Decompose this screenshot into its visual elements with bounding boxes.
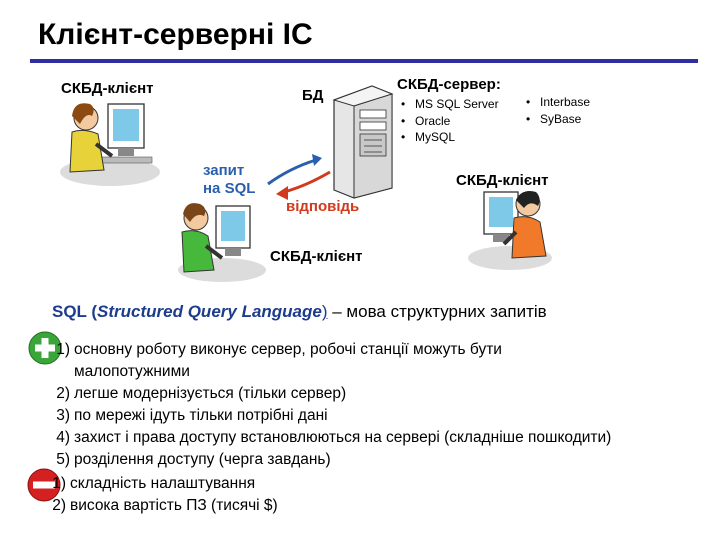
sql-open-paren: ( xyxy=(86,302,98,321)
list-item: 2)легше модернізується (тільки сервер) xyxy=(56,385,347,402)
client-person-top-left xyxy=(60,103,160,186)
title-divider xyxy=(30,59,698,63)
query-label: запит на SQL xyxy=(203,162,255,198)
list-item: 1)основну роботу виконує сервер, робочі … xyxy=(56,341,502,358)
sql-full-name: Structured Query Language xyxy=(97,302,322,321)
client-person-right xyxy=(468,191,552,270)
sql-definition: SQL (Structured Query Language) – мова с… xyxy=(52,302,547,322)
server-item: SyBase xyxy=(524,111,590,128)
client-label-top-left: СКБД-клієнт xyxy=(61,80,154,97)
query-label-line2: на SQL xyxy=(203,180,256,197)
list-item: 3)по мережі ідуть тільки потрібні дані xyxy=(56,407,328,424)
sql-description: – мова структурних запитів xyxy=(327,302,547,321)
list-item: малопотужними xyxy=(74,363,190,380)
reply-arrow xyxy=(283,170,331,194)
client-server-diagram xyxy=(60,85,552,282)
list-item: 2)висока вартість ПЗ (тисячі $) xyxy=(52,497,278,514)
reply-label: відповідь xyxy=(286,198,360,215)
plus-icon xyxy=(28,331,62,365)
list-item: 5)розділення доступу (черга завдань) xyxy=(56,451,331,468)
server-icon xyxy=(332,85,394,199)
page-title: Клієнт-серверні ІС xyxy=(38,18,313,51)
query-label-line1: запит xyxy=(203,162,245,179)
sql-abbr: SQL xyxy=(52,302,87,321)
disadvantages-list: 1)складність налаштування 2)висока варті… xyxy=(40,473,278,517)
list-item: 1)складність налаштування xyxy=(52,475,256,492)
client-person-bottom xyxy=(178,203,266,282)
server-item: Oracle xyxy=(399,113,499,130)
list-item: 4)захист і права доступу встановлюються … xyxy=(56,429,612,446)
query-arrow xyxy=(267,158,317,186)
server-list-col1: MS SQL Server Oracle MySQL xyxy=(399,96,499,146)
server-item: Interbase xyxy=(524,94,590,111)
server-label: СКБД-сервер: xyxy=(397,76,501,93)
advantages-list: 1)основну роботу виконує сервер, робочі … xyxy=(44,339,611,471)
client-label-right: СКБД-клієнт xyxy=(456,172,549,189)
server-item: MySQL xyxy=(399,129,499,146)
minus-icon xyxy=(27,468,61,502)
sql-close-paren: ) xyxy=(321,302,328,321)
server-list-col2: Interbase SyBase xyxy=(524,94,590,127)
server-item: MS SQL Server xyxy=(399,96,499,113)
client-label-bottom: СКБД-клієнт xyxy=(270,248,363,265)
database-label: БД xyxy=(302,87,324,104)
